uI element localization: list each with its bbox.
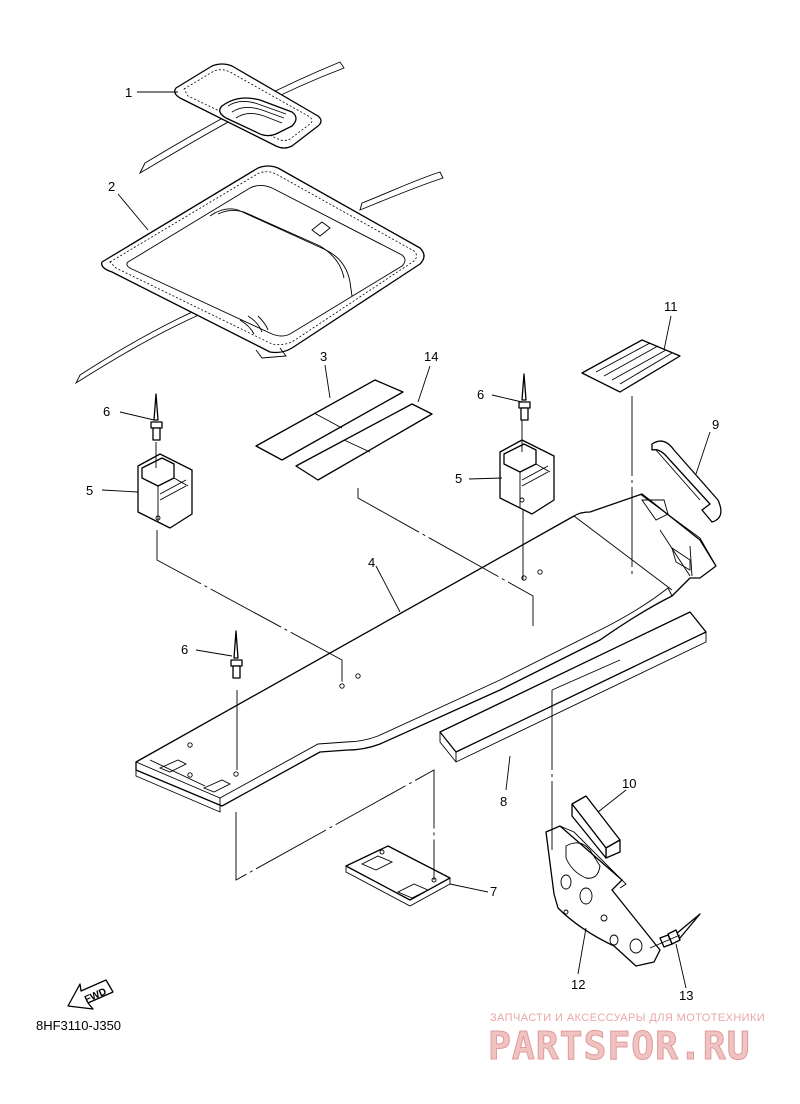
callout-1: 1 xyxy=(125,85,132,100)
part-6-rivet-right xyxy=(518,373,531,421)
callout-5-right: 5 xyxy=(455,471,462,486)
watermark: ЗАПЧАСТИ И АКСЕССУАРЫ ДЛЯ МОТОТЕХНИКИ PA… xyxy=(488,1012,765,1069)
callout-5-left: 5 xyxy=(86,483,93,498)
callout-9: 9 xyxy=(712,417,719,432)
callout-14: 14 xyxy=(424,349,438,364)
fwd-arrow: FWD xyxy=(67,979,114,1010)
part-5-clip-left xyxy=(137,453,193,529)
assembly-lines xyxy=(155,396,693,949)
part-6-rivet-lower xyxy=(230,630,243,679)
callout-2: 2 xyxy=(108,179,115,194)
callout-13: 13 xyxy=(679,988,693,1003)
part-10-block xyxy=(571,795,621,859)
callout-labels: 1 2 3 14 11 6 9 5 6 5 4 6 8 10 7 12 13 xyxy=(86,85,719,1003)
part-2-large-cover xyxy=(74,165,444,385)
drawing-code: 8HF3110-J350 xyxy=(36,1018,121,1033)
part-1-cover-pad xyxy=(138,61,345,175)
part-13-rivet xyxy=(659,913,701,948)
callout-10: 10 xyxy=(622,776,636,791)
part-5-clip-right xyxy=(499,439,555,515)
callout-6-left: 6 xyxy=(103,404,110,419)
part-3-tape xyxy=(255,379,404,461)
part-4-floor-panel xyxy=(135,493,717,813)
callout-12: 12 xyxy=(571,977,585,992)
callout-6-right: 6 xyxy=(477,387,484,402)
part-9-seal-strip xyxy=(651,440,722,523)
watermark-tagline: ЗАПЧАСТИ И АКСЕССУАРЫ ДЛЯ МОТОТЕХНИКИ xyxy=(490,1012,765,1024)
part-11-ribbed-pad xyxy=(581,339,681,393)
part-6-rivet-left xyxy=(150,393,163,441)
callout-4: 4 xyxy=(368,555,375,570)
leader-lines xyxy=(101,91,711,989)
part-8-foam-block xyxy=(439,611,707,763)
watermark-logo: PARTSFOR.RU xyxy=(488,1024,751,1068)
callout-11: 11 xyxy=(664,299,678,314)
part-12-bracket xyxy=(545,825,661,967)
part-7-plate xyxy=(345,845,451,907)
callout-7: 7 xyxy=(490,884,497,899)
callout-3: 3 xyxy=(320,349,327,364)
callout-8: 8 xyxy=(500,794,507,809)
part-14-tape xyxy=(295,403,433,481)
callout-6-lower: 6 xyxy=(181,642,188,657)
